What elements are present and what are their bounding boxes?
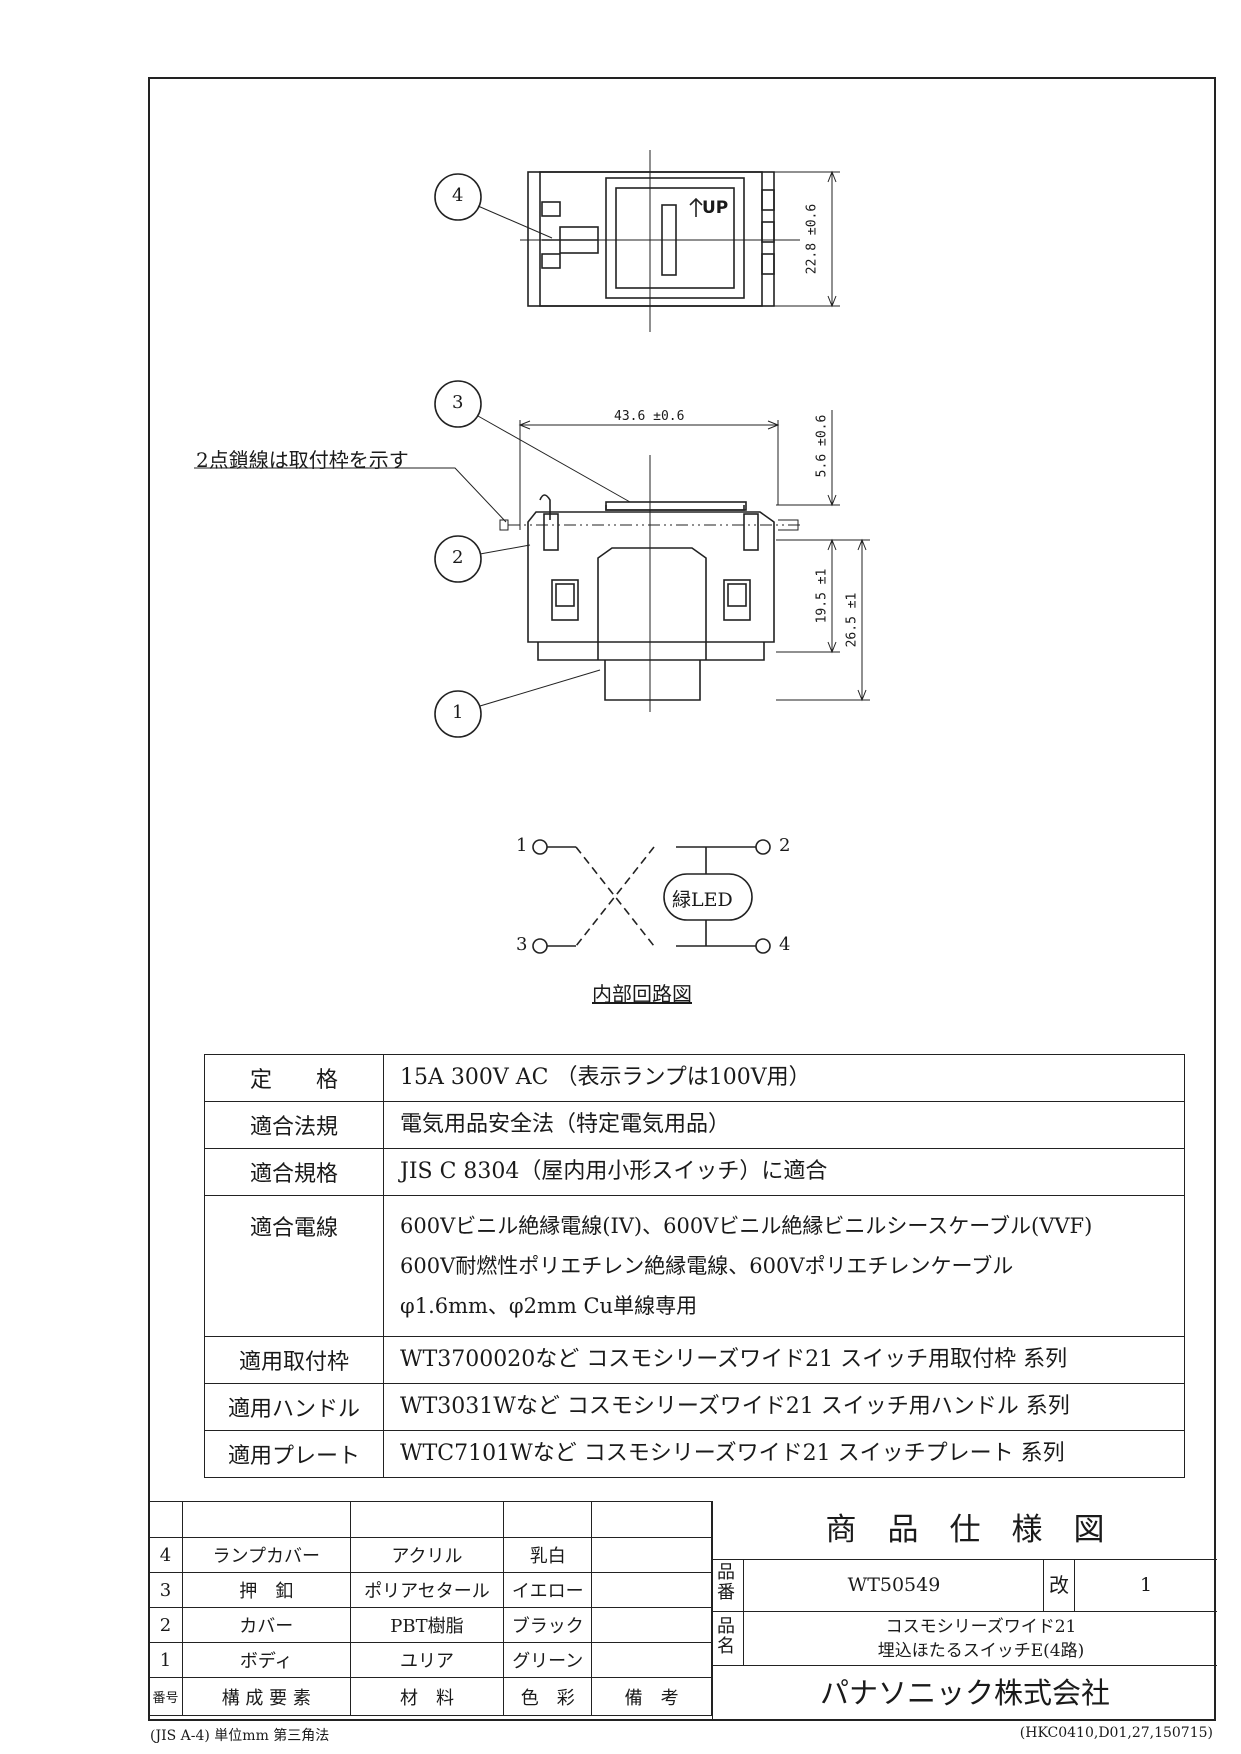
part-name: 押 釦 — [181, 1572, 351, 1608]
up-label: UP — [702, 198, 729, 218]
terminal-1: 1 — [516, 835, 528, 856]
spec-value: 電気用品安全法（特定電気用品） — [400, 1112, 731, 1137]
circuit-caption: 内部回路図 — [592, 982, 692, 1006]
spec-row: 適用取付枠 WT3700020など コスモシリーズワイド21 スイッチ用取付枠 … — [204, 1336, 1185, 1384]
parts-row: 2 カバー PBT樹脂 ブラック — [148, 1607, 712, 1643]
part-material: ユリア — [349, 1642, 505, 1678]
dim-width: 43.6 ±0.6 — [614, 409, 685, 424]
footer-left: (JIS A-4) 単位mm 第三角法 — [150, 1728, 330, 1744]
part-note — [591, 1607, 712, 1643]
company-name: パナソニック株式会社 — [819, 1676, 1110, 1710]
spec-value: 600V耐燃性ポリエチレン絶縁電線、600Vポリエチレンケーブル — [400, 1254, 1014, 1278]
part-color: ブラック — [503, 1607, 593, 1643]
part-color: イエロー — [503, 1572, 593, 1608]
part-note — [591, 1642, 712, 1678]
dim-depth-upper: 5.6 ±0.6 — [814, 414, 830, 478]
part-note — [591, 1537, 712, 1573]
terminal-3: 3 — [516, 934, 528, 955]
part-name: カバー — [181, 1607, 351, 1643]
spec-value: WT3700020など コスモシリーズワイド21 スイッチ用取付枠 系列 — [400, 1347, 1068, 1372]
side-view — [194, 380, 870, 738]
revision-label: 改 — [1043, 1559, 1075, 1611]
top-view — [434, 150, 840, 332]
revision: 1 — [1139, 1574, 1153, 1596]
product-name-line1: コスモシリーズワイド21 — [885, 1617, 1077, 1637]
spec-label: 適合規格 — [204, 1148, 384, 1196]
internal-circuit — [532, 839, 771, 954]
spec-row: 適用ハンドル WT3031Wなど コスモシリーズワイド21 スイッチ用ハンドル … — [204, 1383, 1185, 1431]
header-color: 色 彩 — [503, 1677, 593, 1716]
product-name: コスモシリーズワイド21 埋込ほたるスイッチE(4路) — [743, 1611, 1218, 1665]
spec-label: 適合電線 — [204, 1195, 384, 1337]
spec-value: WTC7101Wなど コスモシリーズワイド21 スイッチプレート 系列 — [400, 1441, 1065, 1466]
parts-row: 4 ランプカバー アクリル 乳白 — [148, 1537, 712, 1573]
spec-value: WT3031Wなど コスモシリーズワイド21 スイッチ用ハンドル 系列 — [400, 1394, 1070, 1419]
product-name-row: 品名 コスモシリーズワイド21 埋込ほたるスイッチE(4路) — [713, 1611, 1217, 1666]
parts-header: 番号 構 成 要 素 材 料 色 彩 備 考 — [148, 1677, 712, 1716]
part-material: アクリル — [349, 1537, 505, 1573]
callout-3: 3 — [452, 392, 464, 413]
product-no: WT50549 — [743, 1559, 1044, 1611]
header-note: 備 考 — [591, 1677, 712, 1716]
dim-depth-mid: 19.5 ±1 — [814, 568, 830, 624]
spec-label: 適用取付枠 — [204, 1336, 384, 1384]
title-panel: 商 品 仕 様 図 品番 WT50549 改 1 品名 コスモシリーズワイド21… — [712, 1501, 1217, 1721]
parts-row: 3 押 釦 ポリアセタール イエロー — [148, 1572, 712, 1608]
dim-depth-total: 26.5 ±1 — [844, 592, 860, 648]
spec-row: 適合電線 600Vビニル絶縁電線(IV)、600Vビニル絶縁ビニルシースケーブル… — [204, 1195, 1185, 1337]
callout-4: 4 — [452, 185, 464, 206]
spec-value: 15A 300V AC （表示ランプは100V用） — [400, 1065, 811, 1090]
part-name: ランプカバー — [181, 1537, 351, 1573]
terminal-2: 2 — [779, 835, 791, 856]
parts-table: 4 ランプカバー アクリル 乳白 3 押 釦 ポリアセタール イエロー 2 カバ… — [148, 1501, 712, 1716]
header-no: 番号 — [148, 1677, 183, 1716]
header-name: 構 成 要 素 — [181, 1677, 351, 1716]
part-material: PBT樹脂 — [349, 1607, 505, 1643]
frame-note: 2点鎖線は取付枠を示す — [196, 448, 409, 472]
spec-value: JIS C 8304（屋内用小形スイッチ）に適合 — [400, 1159, 828, 1184]
spec-label: 適用ハンドル — [204, 1383, 384, 1431]
part-no: 1 — [148, 1642, 183, 1678]
part-material: ポリアセタール — [349, 1572, 505, 1608]
part-no: 2 — [148, 1607, 183, 1643]
terminal-4: 4 — [779, 934, 791, 955]
spec-value: φ1.6mm、φ2mm Cu単線専用 — [400, 1294, 698, 1318]
product-no-label: 品番 — [717, 1562, 735, 1603]
part-color: 乳白 — [503, 1537, 593, 1573]
led-label: 緑LED — [672, 889, 733, 911]
spec-value: 600Vビニル絶縁電線(IV)、600Vビニル絶縁ビニルシースケーブル(VVF) — [400, 1214, 1093, 1238]
dim-height-top: 22.8 ±0.6 — [804, 203, 820, 275]
header-material: 材 料 — [349, 1677, 505, 1716]
callout-1: 1 — [452, 702, 464, 723]
doc-title: 商 品 仕 様 図 — [713, 1501, 1217, 1560]
spec-row: 適合規格 JIS C 8304（屋内用小形スイッチ）に適合 — [204, 1148, 1185, 1196]
part-color: グリーン — [503, 1642, 593, 1678]
title-block: 4 ランプカバー アクリル 乳白 3 押 釦 ポリアセタール イエロー 2 カバ… — [148, 1501, 1217, 1721]
product-name-line2: 埋込ほたるスイッチE(4路) — [877, 1641, 1085, 1661]
part-name: ボディ — [181, 1642, 351, 1678]
part-note — [591, 1572, 712, 1608]
part-no: 4 — [148, 1537, 183, 1573]
part-no: 3 — [148, 1572, 183, 1608]
spec-row: 適用プレート WTC7101Wなど コスモシリーズワイド21 スイッチプレート … — [204, 1430, 1185, 1478]
footer-right: (HKC0410,D01,27,150715) — [1019, 1725, 1213, 1741]
callout-2: 2 — [452, 547, 464, 568]
parts-row: 1 ボディ ユリア グリーン — [148, 1642, 712, 1678]
drawing-frame — [148, 77, 1216, 1721]
spec-label: 適合法規 — [204, 1101, 384, 1149]
spec-row: 定 格 15A 300V AC （表示ランプは100V用） — [204, 1054, 1185, 1102]
product-no-row: 品番 WT50549 改 1 — [713, 1559, 1217, 1612]
spec-label: 適用プレート — [204, 1430, 384, 1478]
product-name-label: 品名 — [717, 1616, 735, 1657]
spec-label: 定 格 — [204, 1054, 384, 1102]
spec-table: 定 格 15A 300V AC （表示ランプは100V用） 適合法規 電気用品安… — [204, 1054, 1185, 1478]
spec-row: 適合法規 電気用品安全法（特定電気用品） — [204, 1101, 1185, 1149]
